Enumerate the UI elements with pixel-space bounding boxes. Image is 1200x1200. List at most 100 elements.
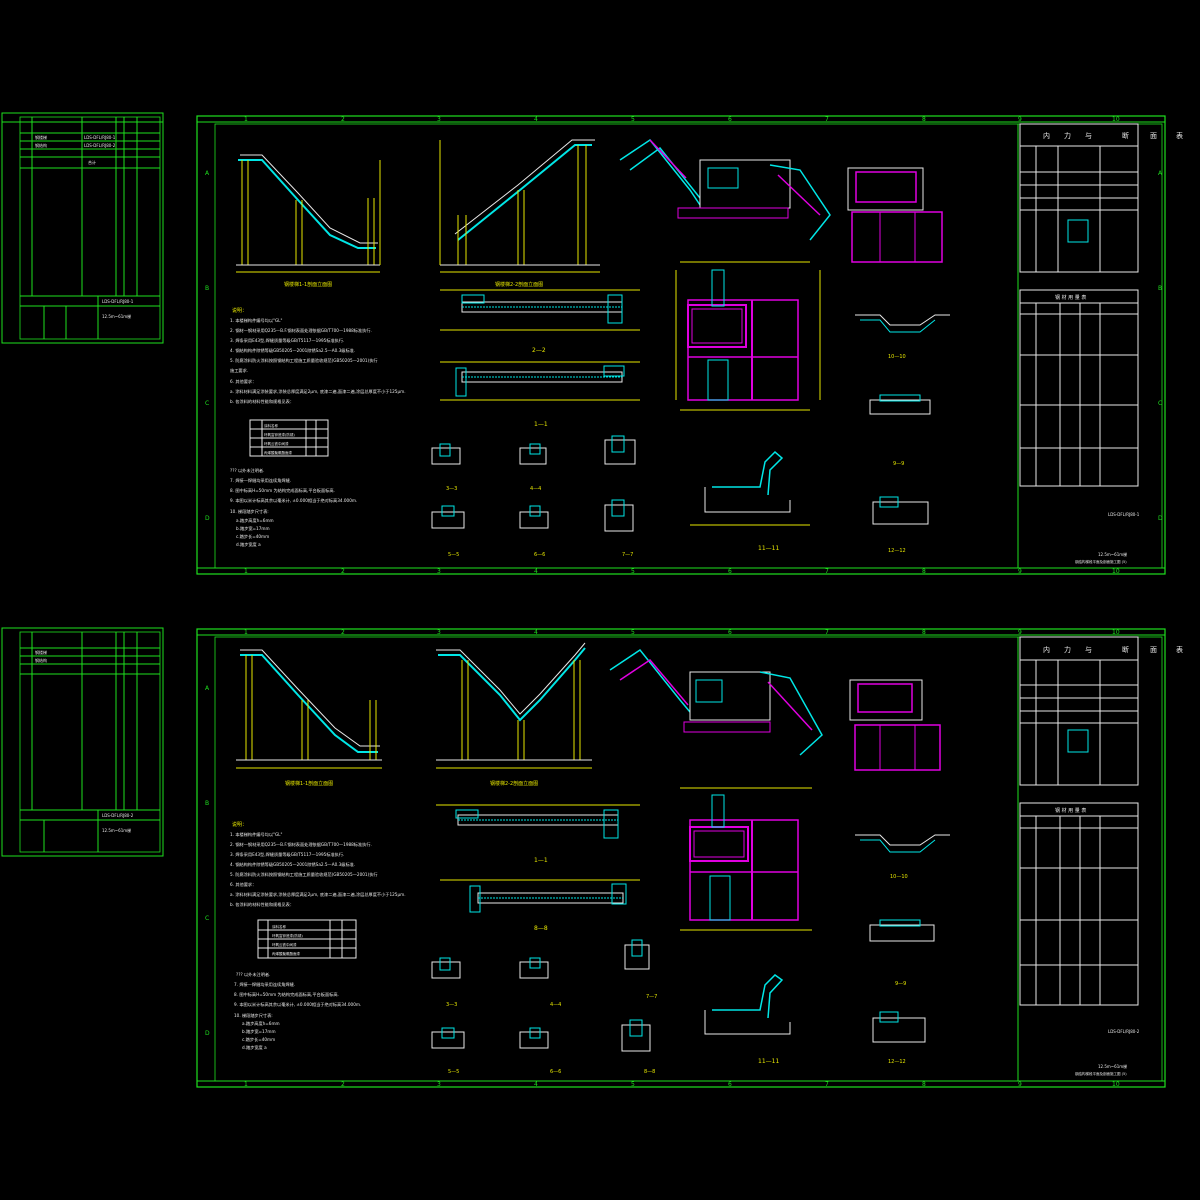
- stair-elevation-1: [236, 154, 381, 273]
- svg-text:d.踏步宽度 a: d.踏步宽度 a: [242, 1044, 267, 1051]
- cover-title: 12.5m~61m梯: [102, 313, 131, 319]
- svg-text:2. 钢材—钢材采用Q235—B.F.钢材表面处理依据GB/: 2. 钢材—钢材采用Q235—B.F.钢材表面处理依据GB/T700—1988标…: [230, 841, 372, 848]
- section-b-4-4: 4—4: [550, 1002, 561, 1008]
- svg-text:8: 8: [922, 629, 926, 636]
- notes-top: 说明： 1. 本楼梯构件编号均以"GL" 2. 钢材—钢材采用Q235—B.F.…: [230, 307, 406, 548]
- section-b-1-1: 1—1: [534, 857, 548, 864]
- svg-text:环氧云铁中间漆: 环氧云铁中间漆: [272, 942, 297, 947]
- svg-text:??? 以外未注明者.: ??? 以外未注明者.: [236, 971, 270, 978]
- section-2-2: 2—2: [532, 347, 546, 354]
- detail-right-b: [849, 679, 950, 1043]
- svg-text:9: 9: [1018, 629, 1022, 636]
- section-b-9-9: 9—9: [895, 981, 906, 987]
- cover-row-1b: 钢楼梯: [35, 649, 47, 655]
- svg-text:B: B: [205, 285, 209, 292]
- cover-drawing-no-b: LDS-DFL/RJ80-2: [102, 813, 134, 818]
- svg-text:4: 4: [534, 116, 538, 123]
- section-4-4: 4—4: [530, 486, 541, 492]
- beam-section-2-2: [440, 289, 640, 331]
- section-11-detail: [690, 450, 810, 526]
- svg-text:2: 2: [341, 568, 345, 575]
- svg-text:内: 内: [1043, 645, 1050, 654]
- svg-text:4: 4: [534, 629, 538, 636]
- section-b-5-5: 5—5: [448, 1069, 459, 1075]
- svg-text:10. 梯段踏步尺寸表:: 10. 梯段踏步尺寸表:: [234, 1012, 273, 1019]
- svg-text:6: 6: [728, 116, 732, 123]
- plan-label-1: 钢楼梯1-1剖面立面图: [284, 281, 332, 288]
- svg-text:7: 7: [825, 1081, 829, 1088]
- svg-text:9. 本图以米计标高其余以毫米计, ±0.000相当于绝对: 9. 本图以米计标高其余以毫米计, ±0.000相当于绝对标高34.000m.: [230, 497, 357, 504]
- stair-elevation-4: [436, 642, 592, 769]
- section-10-10: 10—10: [888, 354, 906, 360]
- material-table-title-top: 钢 材 用 量 表: [1055, 294, 1086, 301]
- svg-text:3: 3: [437, 116, 441, 123]
- section-6-6: 6—6: [534, 552, 545, 558]
- svg-text:8. 图中标高H=50mm 为结构完成面标高,平台板面标高: 8. 图中标高H=50mm 为结构完成面标高,平台板面标高.: [234, 991, 339, 998]
- svg-text:9: 9: [1018, 116, 1022, 123]
- svg-text:5: 5: [631, 629, 635, 636]
- svg-text:10: 10: [1112, 116, 1120, 123]
- svg-text:3. 焊条采用E43型,焊缝质量等级GB/T5117—199: 3. 焊条采用E43型,焊缝质量等级GB/T5117—1995标准执行.: [230, 851, 344, 858]
- svg-text:8: 8: [922, 1081, 926, 1088]
- right-tables-top: [1019, 123, 1139, 487]
- section-7-7: 7—7: [622, 552, 633, 558]
- svg-text:2: 2: [341, 1081, 345, 1088]
- svg-text:A: A: [1158, 170, 1163, 177]
- svg-text:C: C: [205, 400, 209, 407]
- cover-drawing-no: LDS-DFL/RJ80-1: [102, 299, 134, 304]
- beam-section-b1: [436, 804, 640, 839]
- svg-text:1. 本楼梯构件编号均以"GL": 1. 本楼梯构件编号均以"GL": [230, 831, 283, 838]
- material-table-title-bottom: 钢 材 用 量 表: [1055, 807, 1086, 814]
- svg-text:A: A: [205, 685, 210, 692]
- beam-section-b2: [440, 879, 640, 913]
- svg-text:a. 涂料材料满足涂装要求,涂装总厚度满足2μm, 底漆二遍: a. 涂料材料满足涂装要求,涂装总厚度满足2μm, 底漆二遍,面漆二遍,涂层总厚…: [230, 388, 406, 395]
- svg-text:6. 其他要求：: 6. 其他要求：: [230, 881, 256, 888]
- svg-text:8. 图中标高H=50mm 为结构完成面标高,平台板面标高: 8. 图中标高H=50mm 为结构完成面标高,平台板面标高.: [230, 487, 335, 494]
- svg-text:a. 涂料材料满足涂装要求,涂装总厚度满足2μm, 底漆二遍: a. 涂料材料满足涂装要求,涂装总厚度满足2μm, 底漆二遍,面漆二遍,涂层总厚…: [230, 891, 406, 898]
- section-11-11: 11—11: [758, 545, 779, 552]
- svg-text:断: 断: [1122, 131, 1129, 140]
- cover-row-total: 合计: [88, 159, 96, 165]
- svg-text:环氧富锌底漆(防锈): 环氧富锌底漆(防锈): [264, 432, 295, 437]
- svg-text:表: 表: [1176, 645, 1183, 654]
- svg-text:1: 1: [244, 568, 248, 575]
- svg-text:6: 6: [728, 1081, 732, 1088]
- svg-text:1: 1: [244, 116, 248, 123]
- svg-text:c.踏步长=40mm: c.踏步长=40mm: [236, 533, 269, 540]
- plan-label-4: 钢楼梯2-2剖面立面图: [490, 780, 538, 787]
- svg-text:10. 梯段踏步尺寸表:: 10. 梯段踏步尺寸表:: [230, 508, 269, 515]
- svg-text:4. 钢结构构件除锈等级GB50205—2001除锈Sa2.: 4. 钢结构构件除锈等级GB50205—2001除锈Sa2.5—A0.3级标准.: [230, 861, 355, 868]
- svg-text:1: 1: [244, 1081, 248, 1088]
- svg-text:施工要求.: 施工要求.: [230, 367, 248, 374]
- svg-text:b. 各涂料的材料性能和规格见表：: b. 各涂料的材料性能和规格见表：: [230, 398, 294, 405]
- svg-text:丙烯酸聚氨酯面漆: 丙烯酸聚氨酯面漆: [272, 951, 300, 956]
- section-11-detail-b: [704, 974, 791, 1035]
- section-b-11-11: 11—11: [758, 1058, 779, 1065]
- svg-text:c.踏步长=40mm: c.踏步长=40mm: [242, 1036, 275, 1043]
- cover-sheet-bottom: [1, 627, 164, 857]
- title-sub-bottom: 钢结构梯段平面及剖面施工图 (5): [1075, 1071, 1127, 1076]
- svg-text:10: 10: [1112, 1081, 1120, 1088]
- svg-text:A: A: [205, 170, 210, 177]
- svg-text:7. 焊接—焊缝均采用连续角焊缝.: 7. 焊接—焊缝均采用连续角焊缝.: [234, 981, 295, 988]
- svg-text:2: 2: [341, 629, 345, 636]
- svg-text:10: 10: [1112, 629, 1120, 636]
- svg-text:9: 9: [1018, 1081, 1022, 1088]
- svg-text:C: C: [205, 915, 209, 922]
- details-row-b: [431, 939, 651, 1052]
- svg-text:D: D: [205, 1030, 210, 1037]
- right-table-header-top: 内 力 与 断 面 表: [1043, 131, 1183, 140]
- svg-text:d.踏步宽度 a: d.踏步宽度 a: [236, 541, 261, 548]
- cover-row-1: 钢楼梯: [35, 134, 47, 140]
- svg-text:6: 6: [728, 629, 732, 636]
- svg-text:4. 钢结构构件除锈等级GB50205—2001除锈Sa2.: 4. 钢结构构件除锈等级GB50205—2001除锈Sa2.5—A0.3级标准.: [230, 347, 355, 354]
- section-b-8-8b: 8—8: [644, 1069, 655, 1075]
- svg-text:力: 力: [1064, 645, 1071, 654]
- title-block-top: 12.5m~61m梯: [1098, 551, 1127, 557]
- section-12-12: 12—12: [888, 548, 906, 554]
- beam-section-1-1: [440, 361, 640, 401]
- svg-text:说明：: 说明：: [232, 821, 247, 828]
- svg-text:断: 断: [1122, 645, 1129, 654]
